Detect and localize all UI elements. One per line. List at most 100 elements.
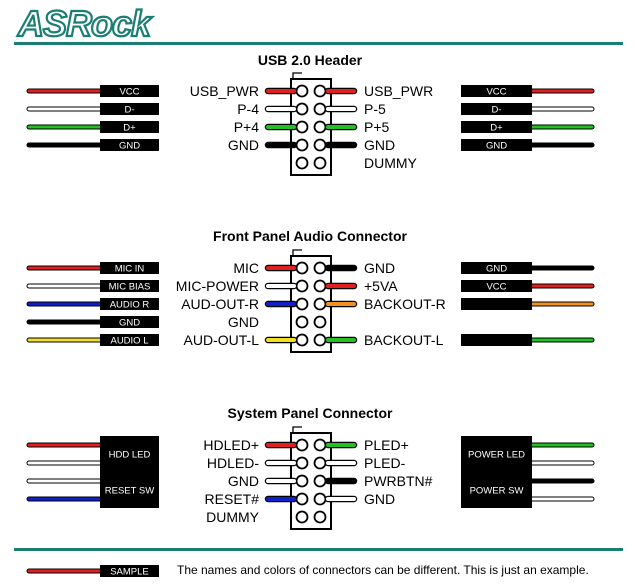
usb-left-connector-housing — [100, 121, 159, 133]
usb-right-pin-label: DUMMY — [364, 155, 418, 171]
audio-pin — [313, 297, 327, 311]
usb-right-pin-label: GND — [364, 137, 395, 153]
system-pin — [313, 474, 327, 488]
audio-pin — [313, 279, 327, 293]
usb-pin — [295, 138, 309, 152]
audio-left-connector-label: AUDIO L — [110, 336, 148, 347]
system-pin — [313, 456, 327, 470]
audio-pin — [295, 297, 309, 311]
audio-right-connector-housing — [461, 298, 532, 310]
sample-connector-housing — [100, 565, 159, 577]
audio-left-connector-label: AUDIO R — [110, 300, 150, 311]
audio-pin — [313, 333, 327, 347]
audio-pin — [313, 261, 327, 275]
system-left-pin-label: DUMMY — [206, 509, 260, 525]
section-title-usb: USB 2.0 Header — [258, 52, 363, 68]
system-right-pin-label: GND — [364, 491, 395, 507]
audio-left-connector-housing — [100, 298, 159, 310]
system-right-connector-label: POWER LED — [468, 450, 525, 461]
audio-left-connector-housing — [100, 334, 159, 346]
system-pin — [295, 438, 309, 452]
usb-left-connector-label: D+ — [123, 123, 136, 134]
usb-left-pin-label: USB_PWR — [190, 83, 259, 99]
footer-note: The names and colors of connectors can b… — [177, 563, 589, 577]
audio-left-pin-label: MIC — [233, 260, 259, 276]
system-pin — [295, 492, 309, 506]
audio-left-connector-housing — [100, 316, 159, 328]
audio-left-pin-label: GND — [228, 314, 259, 330]
system-pin — [313, 438, 327, 452]
usb-left-pin-label: P-4 — [237, 101, 259, 117]
audio-left-pin-label: MIC-POWER — [176, 278, 259, 294]
system-left-connector-label: RESET SW — [105, 486, 154, 497]
usb-left-connector-housing — [100, 85, 159, 97]
usb-right-connector-housing — [461, 103, 532, 115]
audio-right-pin-label: +5VA — [364, 278, 398, 294]
usb-pin1-marker — [292, 72, 302, 78]
usb-pin — [295, 156, 309, 170]
system-pin — [313, 492, 327, 506]
section-title-system: System Panel Connector — [228, 405, 393, 421]
audio-pin — [313, 315, 327, 329]
audio-right-connector-label: VCC — [486, 282, 506, 293]
usb-left-pin-label: GND — [228, 137, 259, 153]
audio-right-pin-label: BACKOUT-R — [364, 296, 446, 312]
usb-left-connector-housing — [100, 139, 159, 151]
section-title-audio: Front Panel Audio Connector — [213, 228, 407, 244]
audio-left-connector-housing — [100, 262, 159, 274]
system-left-pin-label: RESET# — [205, 491, 260, 507]
system-left-connector-label: HDD LED — [109, 450, 151, 461]
audio-left-connector-label: GND — [119, 318, 140, 329]
audio-pin — [295, 315, 309, 329]
system-right-pin-label: PLED- — [364, 455, 406, 471]
usb-right-pin-label: P+5 — [364, 119, 390, 135]
usb-left-connector-label: VCC — [119, 87, 139, 98]
usb-left-connector-housing — [100, 103, 159, 115]
audio-left-connector-housing — [100, 280, 159, 292]
usb-right-connector-label: GND — [486, 141, 507, 152]
audio-right-connector-label: GND — [486, 264, 507, 275]
usb-pin — [295, 120, 309, 134]
system-pin — [295, 510, 309, 524]
audio-right-connector-housing — [461, 262, 532, 274]
audio-left-connector-label: MIC BIAS — [109, 282, 151, 293]
system-left-pin-label: HDLED+ — [203, 437, 259, 453]
system-pin1-marker — [292, 426, 302, 432]
usb-pin — [313, 102, 327, 116]
audio-left-connector-label: MIC IN — [115, 264, 145, 275]
system-left-pin-label: GND — [228, 473, 259, 489]
header: ASRock — [0, 0, 637, 50]
usb-pin — [313, 156, 327, 170]
audio-right-pin-label: GND — [364, 260, 395, 276]
audio-pin — [295, 279, 309, 293]
usb-left-connector-label: GND — [119, 141, 140, 152]
usb-right-connector-housing — [461, 139, 532, 151]
usb-right-connector-label: VCC — [486, 87, 506, 98]
usb-right-connector-label: D- — [491, 105, 501, 116]
audio-pin1-marker — [292, 249, 302, 255]
system-left-connector-housing — [100, 472, 159, 508]
usb-right-connector-housing — [461, 85, 532, 97]
audio-right-connector-housing — [461, 334, 532, 346]
usb-pin — [295, 84, 309, 98]
usb-left-pin-label: P+4 — [234, 119, 260, 135]
system-left-pin-label: HDLED- — [207, 455, 259, 471]
footer-divider — [14, 548, 623, 551]
sample-label: SAMPLE — [110, 567, 149, 578]
system-right-connector-housing — [461, 472, 532, 508]
usb-right-connector-housing — [461, 121, 532, 133]
header-divider — [14, 42, 623, 45]
audio-pin — [295, 333, 309, 347]
audio-right-pin-label: BACKOUT-L — [364, 332, 444, 348]
audio-right-connector-housing — [461, 280, 532, 292]
usb-right-connector-label: D+ — [490, 123, 503, 134]
usb-right-pin-label: P-5 — [364, 101, 386, 117]
audio-left-pin-label: AUD-OUT-R — [181, 296, 259, 312]
audio-left-pin-label: AUD-OUT-L — [184, 332, 260, 348]
usb-pin — [313, 138, 327, 152]
usb-pin — [295, 102, 309, 116]
logo-text: ASRock — [17, 3, 153, 43]
audio-pin — [295, 261, 309, 275]
system-pin — [295, 456, 309, 470]
